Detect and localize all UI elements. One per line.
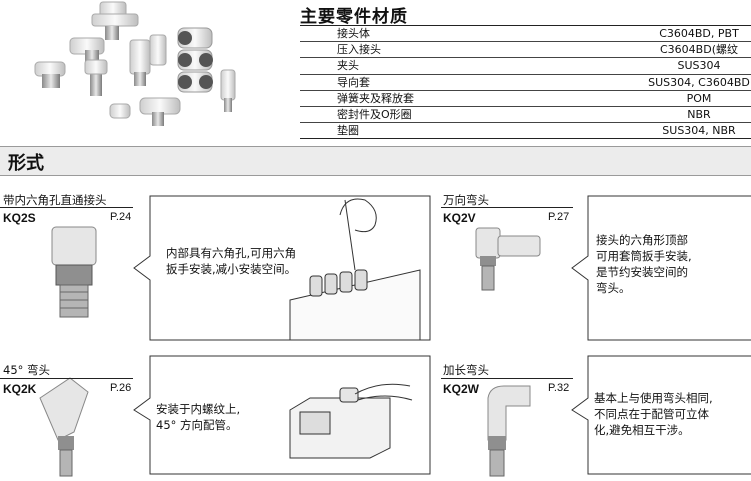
example-rule [0,207,133,208]
model-code: KQ2K [3,382,37,396]
materials-row: 夹头 SUS304 [300,58,751,75]
example-description: 基本上与使用弯头相同, 不同点在于配管可立体 化,避免相互干涉。 [594,391,713,437]
material-value: C3604BD(螺纹 [660,43,738,57]
material-part: 导向套 [337,75,370,89]
example-title: 45° 弯头 [3,363,51,377]
page-reference[interactable]: P.26 [110,382,132,394]
materials-row: 压入接头 C3604BD(螺纹 [300,42,751,59]
example-description: 安装于内螺纹上, 45° 方向配管。 [156,402,241,432]
kq2w-fitting-image [487,385,531,477]
model-code: KQ2S [3,211,36,225]
fittings-product-photo [34,1,236,126]
materials-row: 垫圈 SUS304, NBR [300,123,751,138]
materials-row: 弹簧夹及释放套 POM [300,91,751,107]
hex-wrench-illustration [289,198,421,341]
callout-box [571,355,751,475]
material-part: 压入接头 [337,43,381,57]
kq2v-fitting-image [475,227,541,291]
material-value: SUS304, C3604BD [648,75,750,89]
valve-manifold-illustration [289,383,413,459]
model-code: KQ2V [443,211,476,225]
example-description: 内部具有六角孔,可用六角 扳手安装,减小安装空间。 [166,246,297,276]
material-part: 弹簧夹及释放套 [337,91,414,105]
material-value: C3604BD, PBT [659,27,739,40]
page-reference[interactable]: P.24 [110,211,132,223]
example-description: 接头的六角形顶部 可用套筒扳手安装, 是节约安装空间的 弯头。 [596,233,692,295]
materials-row: 密封件及O形圈 NBR [300,107,751,124]
material-value: SUS304, NBR [662,124,736,138]
material-part: 接头体 [337,27,370,40]
example-title: 加长弯头 [443,363,489,377]
kq2k-fitting-image [39,377,89,477]
section-band: 形式 [0,146,751,176]
materials-title: 主要零件材质 [300,7,408,27]
example-rule [441,207,573,208]
example-rule [441,378,573,379]
callout-box [571,195,751,341]
materials-row: 导向套 SUS304, C3604BD [300,75,751,91]
material-part: 垫圈 [337,124,359,138]
kq2s-fitting-image [51,226,97,318]
example-rule [0,378,133,379]
page-reference[interactable]: P.27 [548,211,570,223]
material-part: 夹头 [337,59,359,73]
model-code: KQ2W [443,382,479,396]
materials-row: 接头体 C3604BD, PBT [300,26,751,43]
material-value: SUS304 [677,59,721,73]
example-title: 带内六角孔直通接头 [3,193,107,207]
page-reference[interactable]: P.32 [548,382,570,394]
material-value: POM [686,91,712,105]
material-part: 密封件及O形圈 [337,107,412,121]
example-title: 万向弯头 [443,193,489,207]
material-value: NBR [687,107,711,121]
section-title: 形式 [8,153,44,174]
